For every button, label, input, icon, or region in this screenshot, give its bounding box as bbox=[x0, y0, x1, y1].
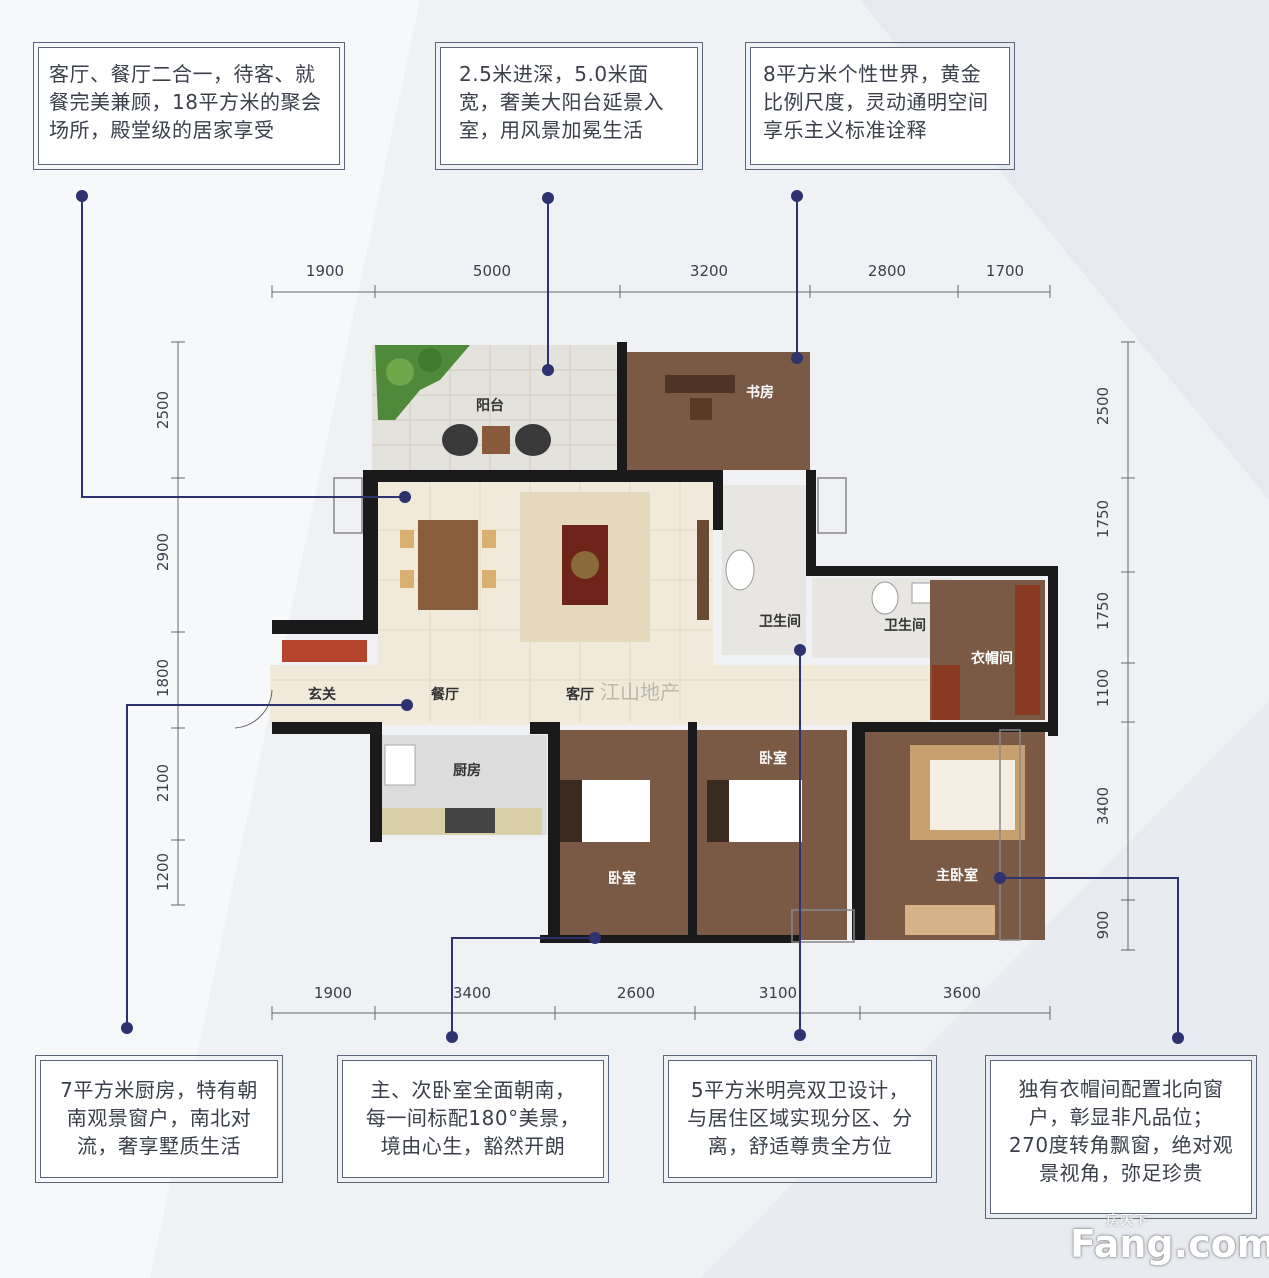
callout-text-line: 独有衣帽间配置北向窗 bbox=[1018, 1077, 1224, 1101]
leader-lines bbox=[81, 196, 1179, 1038]
dim-left: 1200 bbox=[154, 852, 172, 892]
room-label-dining: 餐厅 bbox=[431, 687, 459, 703]
callout-cloakroom: 独有衣帽间配置北向窗 户，彰显非凡品位； 270度转角飘窗，绝对观 景视角，弥足… bbox=[985, 1055, 1257, 1219]
callout-balcony: 2.5米进深，5.0米面 宽，奢美大阳台延景入 室，用风景加冕生活 bbox=[435, 42, 703, 170]
callout-text-line: 宽，奢美大阳台延景入 bbox=[459, 90, 664, 114]
dim-top: 5000 bbox=[472, 262, 512, 280]
dim-right: 1100 bbox=[1094, 668, 1112, 708]
callout-text-line: 8平方米个性世界，黄金 bbox=[763, 62, 982, 86]
dim-bottom: 3600 bbox=[942, 984, 982, 1002]
room-label-bath2: 卫生间 bbox=[884, 618, 926, 634]
callout-text-line: 2.5米进深，5.0米面 bbox=[459, 62, 649, 86]
dim-left: 2900 bbox=[154, 532, 172, 572]
brand-watermark-cn: 房天下 bbox=[1106, 1213, 1148, 1229]
dim-left: 2100 bbox=[154, 763, 172, 803]
dim-bottom: 3400 bbox=[452, 984, 492, 1002]
room-label-entrance: 玄关 bbox=[308, 687, 336, 703]
callout-text-line: 与居住区域实现分区、分 bbox=[687, 1106, 913, 1130]
room-label-kitchen: 厨房 bbox=[453, 763, 481, 779]
callout-text-line: 5平方米明亮双卫设计， bbox=[690, 1078, 910, 1102]
callout-text-line: 主、次卧室全面朝南， bbox=[370, 1078, 576, 1102]
floor-plan bbox=[234, 342, 1058, 943]
brand-watermark-en: Fang.com bbox=[1070, 1222, 1269, 1266]
leader-dots bbox=[76, 190, 1184, 1044]
dim-top: 1900 bbox=[305, 262, 345, 280]
room-label-bedroom-b: 卧室 bbox=[759, 751, 787, 767]
dim-bottom: 3100 bbox=[758, 984, 798, 1002]
room-label-living: 客厅 bbox=[566, 687, 594, 703]
callout-text-line: 室，用风景加冕生活 bbox=[459, 118, 644, 142]
dim-right: 900 bbox=[1094, 910, 1112, 940]
dim-right: 1750 bbox=[1094, 499, 1112, 539]
dim-left: 2500 bbox=[154, 390, 172, 430]
callout-study: 8平方米个性世界，黄金 比例尺度，灵动通明空间 享乐主义标准诠释 bbox=[745, 42, 1015, 170]
room-label-master: 主卧室 bbox=[936, 868, 978, 884]
dim-bottom: 2600 bbox=[616, 984, 656, 1002]
dim-top: 1700 bbox=[985, 262, 1025, 280]
callout-text-line: 户，彰显非凡品位； bbox=[1028, 1105, 1214, 1129]
callout-text-line: 每一间标配180°美景， bbox=[365, 1106, 581, 1130]
callout-bathrooms: 5平方米明亮双卫设计， 与居住区域实现分区、分 离，舒适尊贵全方位 bbox=[663, 1055, 937, 1183]
dim-right: 2500 bbox=[1094, 386, 1112, 426]
study-floor bbox=[626, 352, 810, 470]
callout-kitchen: 7平方米厨房，特有朝 南观景窗户，南北对 流，奢享墅质生活 bbox=[35, 1055, 283, 1183]
dim-right: 1750 bbox=[1094, 591, 1112, 631]
callout-text-line: 流，奢享墅质生活 bbox=[77, 1134, 241, 1158]
callout-text-line: 场所，殿堂级的居家享受 bbox=[49, 118, 275, 142]
room-label-study: 书房 bbox=[746, 385, 774, 401]
callout-text-line: 景视角，弥足珍贵 bbox=[1039, 1161, 1203, 1185]
callout-text-line: 比例尺度，灵动通明空间 bbox=[763, 90, 989, 114]
callout-text-line: 境由心生，豁然开朗 bbox=[380, 1134, 566, 1158]
dim-bottom: 1900 bbox=[313, 984, 353, 1002]
callout-text-line: 餐完美兼顾，18平方米的聚会 bbox=[49, 90, 322, 114]
room-label-balcony: 阳台 bbox=[476, 398, 504, 414]
room-label-cloakroom: 衣帽间 bbox=[971, 651, 1013, 667]
callout-text-line: 7平方米厨房，特有朝 bbox=[60, 1078, 258, 1102]
dimension-lines bbox=[171, 285, 1135, 1020]
room-label-bedroom-a: 卧室 bbox=[608, 871, 636, 887]
dim-top: 3200 bbox=[689, 262, 729, 280]
callout-text-line: 南观景窗户，南北对 bbox=[66, 1106, 252, 1130]
callout-living-dining: 客厅、餐厅二合一，待客、就 餐完美兼顾，18平方米的聚会 场所，殿堂级的居家享受 bbox=[33, 42, 345, 170]
dim-left: 1800 bbox=[154, 658, 172, 698]
developer-watermark: 江山地产 bbox=[600, 680, 680, 704]
dim-right: 3400 bbox=[1094, 786, 1112, 826]
room-label-bath1: 卫生间 bbox=[759, 614, 801, 630]
callout-text-line: 离，舒适尊贵全方位 bbox=[707, 1134, 893, 1158]
callout-text-line: 客厅、餐厅二合一，待客、就 bbox=[49, 62, 316, 86]
dim-top: 2800 bbox=[867, 262, 907, 280]
callout-text-line: 270度转角飘窗，绝对观 bbox=[1008, 1133, 1234, 1157]
callout-bedrooms: 主、次卧室全面朝南， 每一间标配180°美景， 境由心生，豁然开朗 bbox=[337, 1055, 609, 1183]
callout-text-line: 享乐主义标准诠释 bbox=[763, 118, 927, 142]
